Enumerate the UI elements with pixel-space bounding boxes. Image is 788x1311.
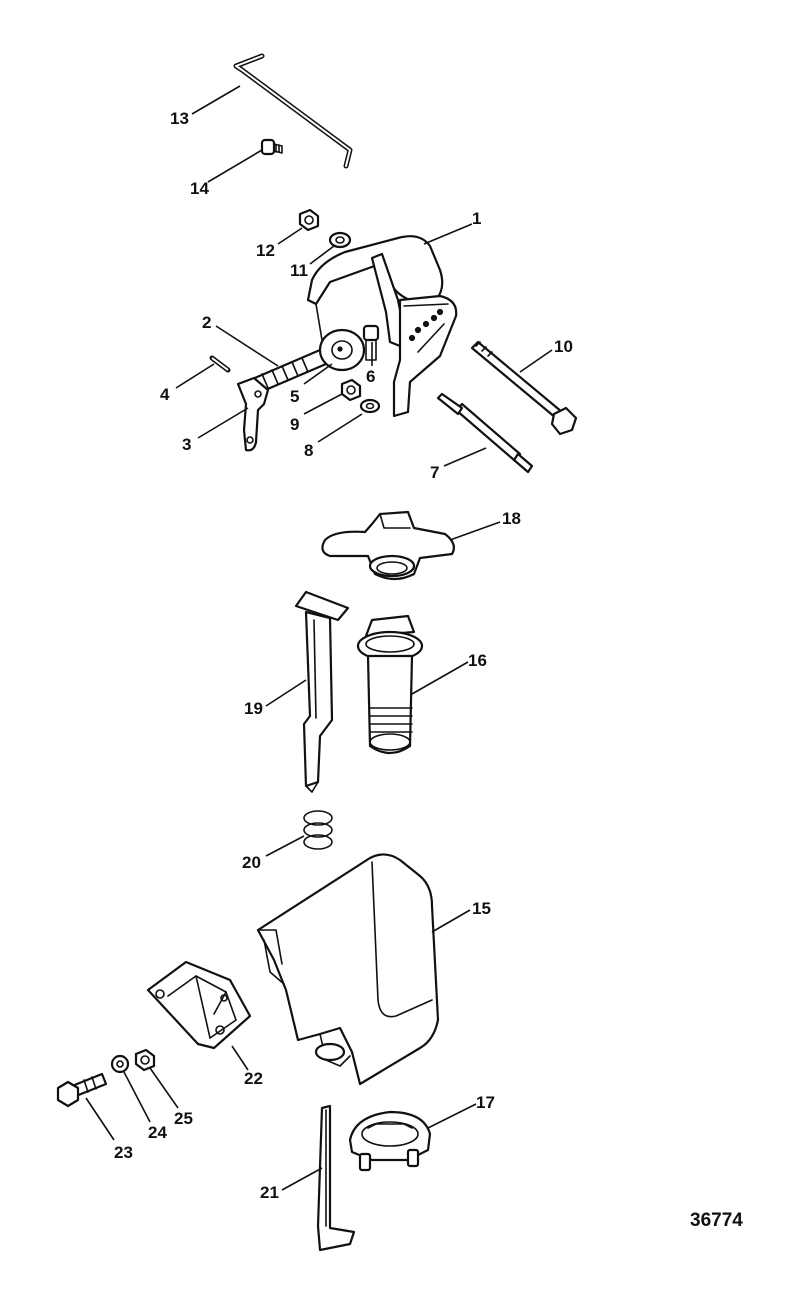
callout-6: 6 (366, 367, 375, 386)
part-spring (303, 810, 333, 850)
leader-12 (277, 227, 303, 245)
part-tilt-lever (316, 1104, 356, 1252)
callout-20: 20 (242, 853, 261, 872)
callout-3: 3 (182, 435, 191, 454)
part-screw-14 (260, 138, 283, 156)
leader-14 (207, 149, 263, 183)
part-bolt-23 (56, 1072, 108, 1108)
callout-23: 23 (114, 1143, 133, 1162)
callout-2: 2 (202, 313, 211, 332)
leader-13 (191, 85, 241, 115)
part-tilt-rod (233, 53, 353, 169)
callout-15: 15 (472, 899, 491, 918)
callout-16: 16 (468, 651, 487, 670)
leader-11 (309, 245, 335, 265)
leader-7 (443, 447, 487, 467)
callout-8: 8 (304, 441, 313, 460)
callout-19: 19 (244, 699, 263, 718)
leader-10 (519, 349, 553, 373)
leader-19 (265, 679, 307, 707)
leader-20 (265, 835, 305, 857)
callout-11: 11 (290, 261, 308, 280)
leader-16 (411, 661, 469, 695)
callout-9: 9 (290, 415, 299, 434)
part-washer-24 (110, 1054, 130, 1074)
part-swivel-housing (256, 853, 440, 1086)
leader-21 (281, 1167, 323, 1191)
part-clamp-bracket (306, 235, 458, 418)
part-tilt-pin (294, 590, 350, 793)
leader-17 (427, 1103, 477, 1129)
part-swivel-shaft (356, 614, 424, 755)
leader-lines (85, 85, 553, 1191)
callout-5: 5 (290, 387, 299, 406)
leader-25 (149, 1067, 179, 1109)
callout-7: 7 (430, 463, 439, 482)
part-washer-11 (328, 231, 352, 249)
leader-3 (197, 407, 249, 439)
part-nut-9 (340, 378, 362, 402)
leader-4 (175, 363, 215, 389)
callout-18: 18 (502, 509, 521, 528)
part-retainer-nut (348, 1110, 432, 1172)
callout-13: 13 (170, 109, 189, 128)
callout-4: 4 (160, 385, 170, 404)
leader-15 (431, 909, 471, 933)
callout-14: 14 (190, 179, 209, 198)
part-bracket (146, 960, 252, 1050)
leader-9 (303, 393, 343, 415)
part-screw-6 (362, 324, 380, 361)
leader-18 (449, 521, 501, 541)
drawing-number: 36774 (690, 1210, 743, 1231)
callout-21: 21 (260, 1183, 279, 1202)
leader-1 (423, 223, 473, 245)
leader-22 (231, 1045, 249, 1071)
leader-2 (215, 325, 279, 367)
part-swivel-pad (318, 328, 366, 372)
part-stud (436, 392, 534, 474)
callout-25: 25 (174, 1109, 193, 1128)
part-bolt-10 (470, 340, 578, 436)
part-nut-12 (298, 208, 320, 232)
callout-labels: 13 14 12 11 1 2 4 3 5 6 9 8 10 7 18 16 1… (114, 109, 573, 1202)
part-nut-25 (134, 1048, 156, 1072)
part-washer-8 (359, 398, 381, 414)
callout-12: 12 (256, 241, 275, 260)
callout-10: 10 (554, 337, 573, 356)
leader-24 (123, 1071, 151, 1123)
leader-8 (317, 413, 363, 443)
part-clamp-handle (236, 376, 270, 452)
callout-17: 17 (476, 1093, 495, 1112)
part-tightening-nut (321, 510, 455, 581)
callout-1: 1 (472, 209, 481, 228)
callout-24: 24 (148, 1123, 167, 1142)
part-pin (209, 355, 231, 373)
leader-23 (85, 1097, 115, 1141)
leader-5 (303, 363, 333, 385)
callout-22: 22 (244, 1069, 263, 1088)
